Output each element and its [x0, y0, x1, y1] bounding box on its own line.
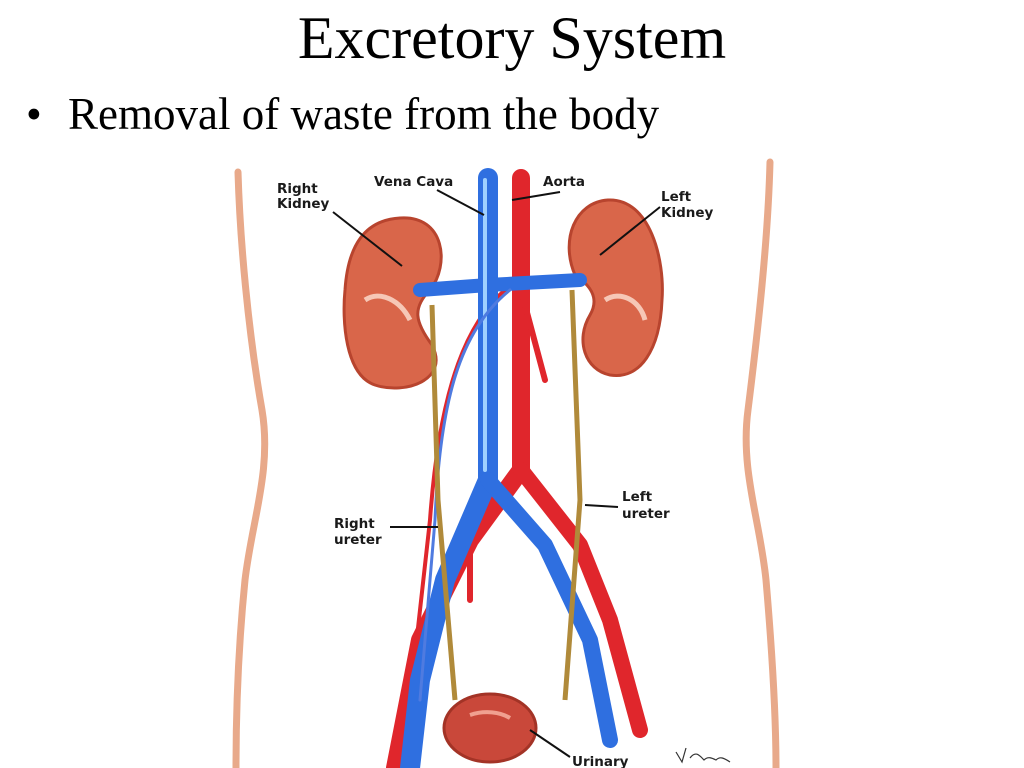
urinary-bladder — [442, 692, 538, 764]
bullet-item: • Removal of waste from the body — [26, 86, 659, 142]
label-lines — [332, 189, 661, 758]
label-vena-cava: Vena Cava — [374, 174, 453, 190]
label-left-ureter-2: ureter — [622, 506, 670, 522]
body-outline — [232, 158, 780, 768]
label-right-ureter: Right — [334, 516, 375, 532]
renal-veins — [413, 273, 587, 297]
ureters — [429, 289, 583, 701]
label-left-kidney-2: Kidney — [661, 205, 714, 221]
kidneys — [342, 198, 664, 390]
label-right-ureter-2: ureter — [334, 532, 382, 548]
figure-labels: Right Kidney Vena Cava Aorta Left Kidney… — [277, 174, 714, 768]
artist-signature — [675, 747, 731, 764]
left-kidney — [567, 198, 664, 378]
left-ureter — [562, 289, 583, 701]
right-ureter — [429, 304, 458, 701]
slide-title: Excretory System — [297, 5, 727, 71]
label-urinary: Urinary — [572, 754, 629, 768]
label-right-kidney-2: Kidney — [277, 196, 330, 212]
label-left-ureter: Left — [622, 489, 653, 505]
bullet-text: Removal of waste from the body — [68, 89, 660, 139]
label-right-kidney: Right — [277, 181, 318, 197]
bullet-marker: • — [26, 89, 42, 139]
label-left-kidney: Left — [661, 189, 692, 205]
label-aorta: Aorta — [543, 174, 585, 190]
